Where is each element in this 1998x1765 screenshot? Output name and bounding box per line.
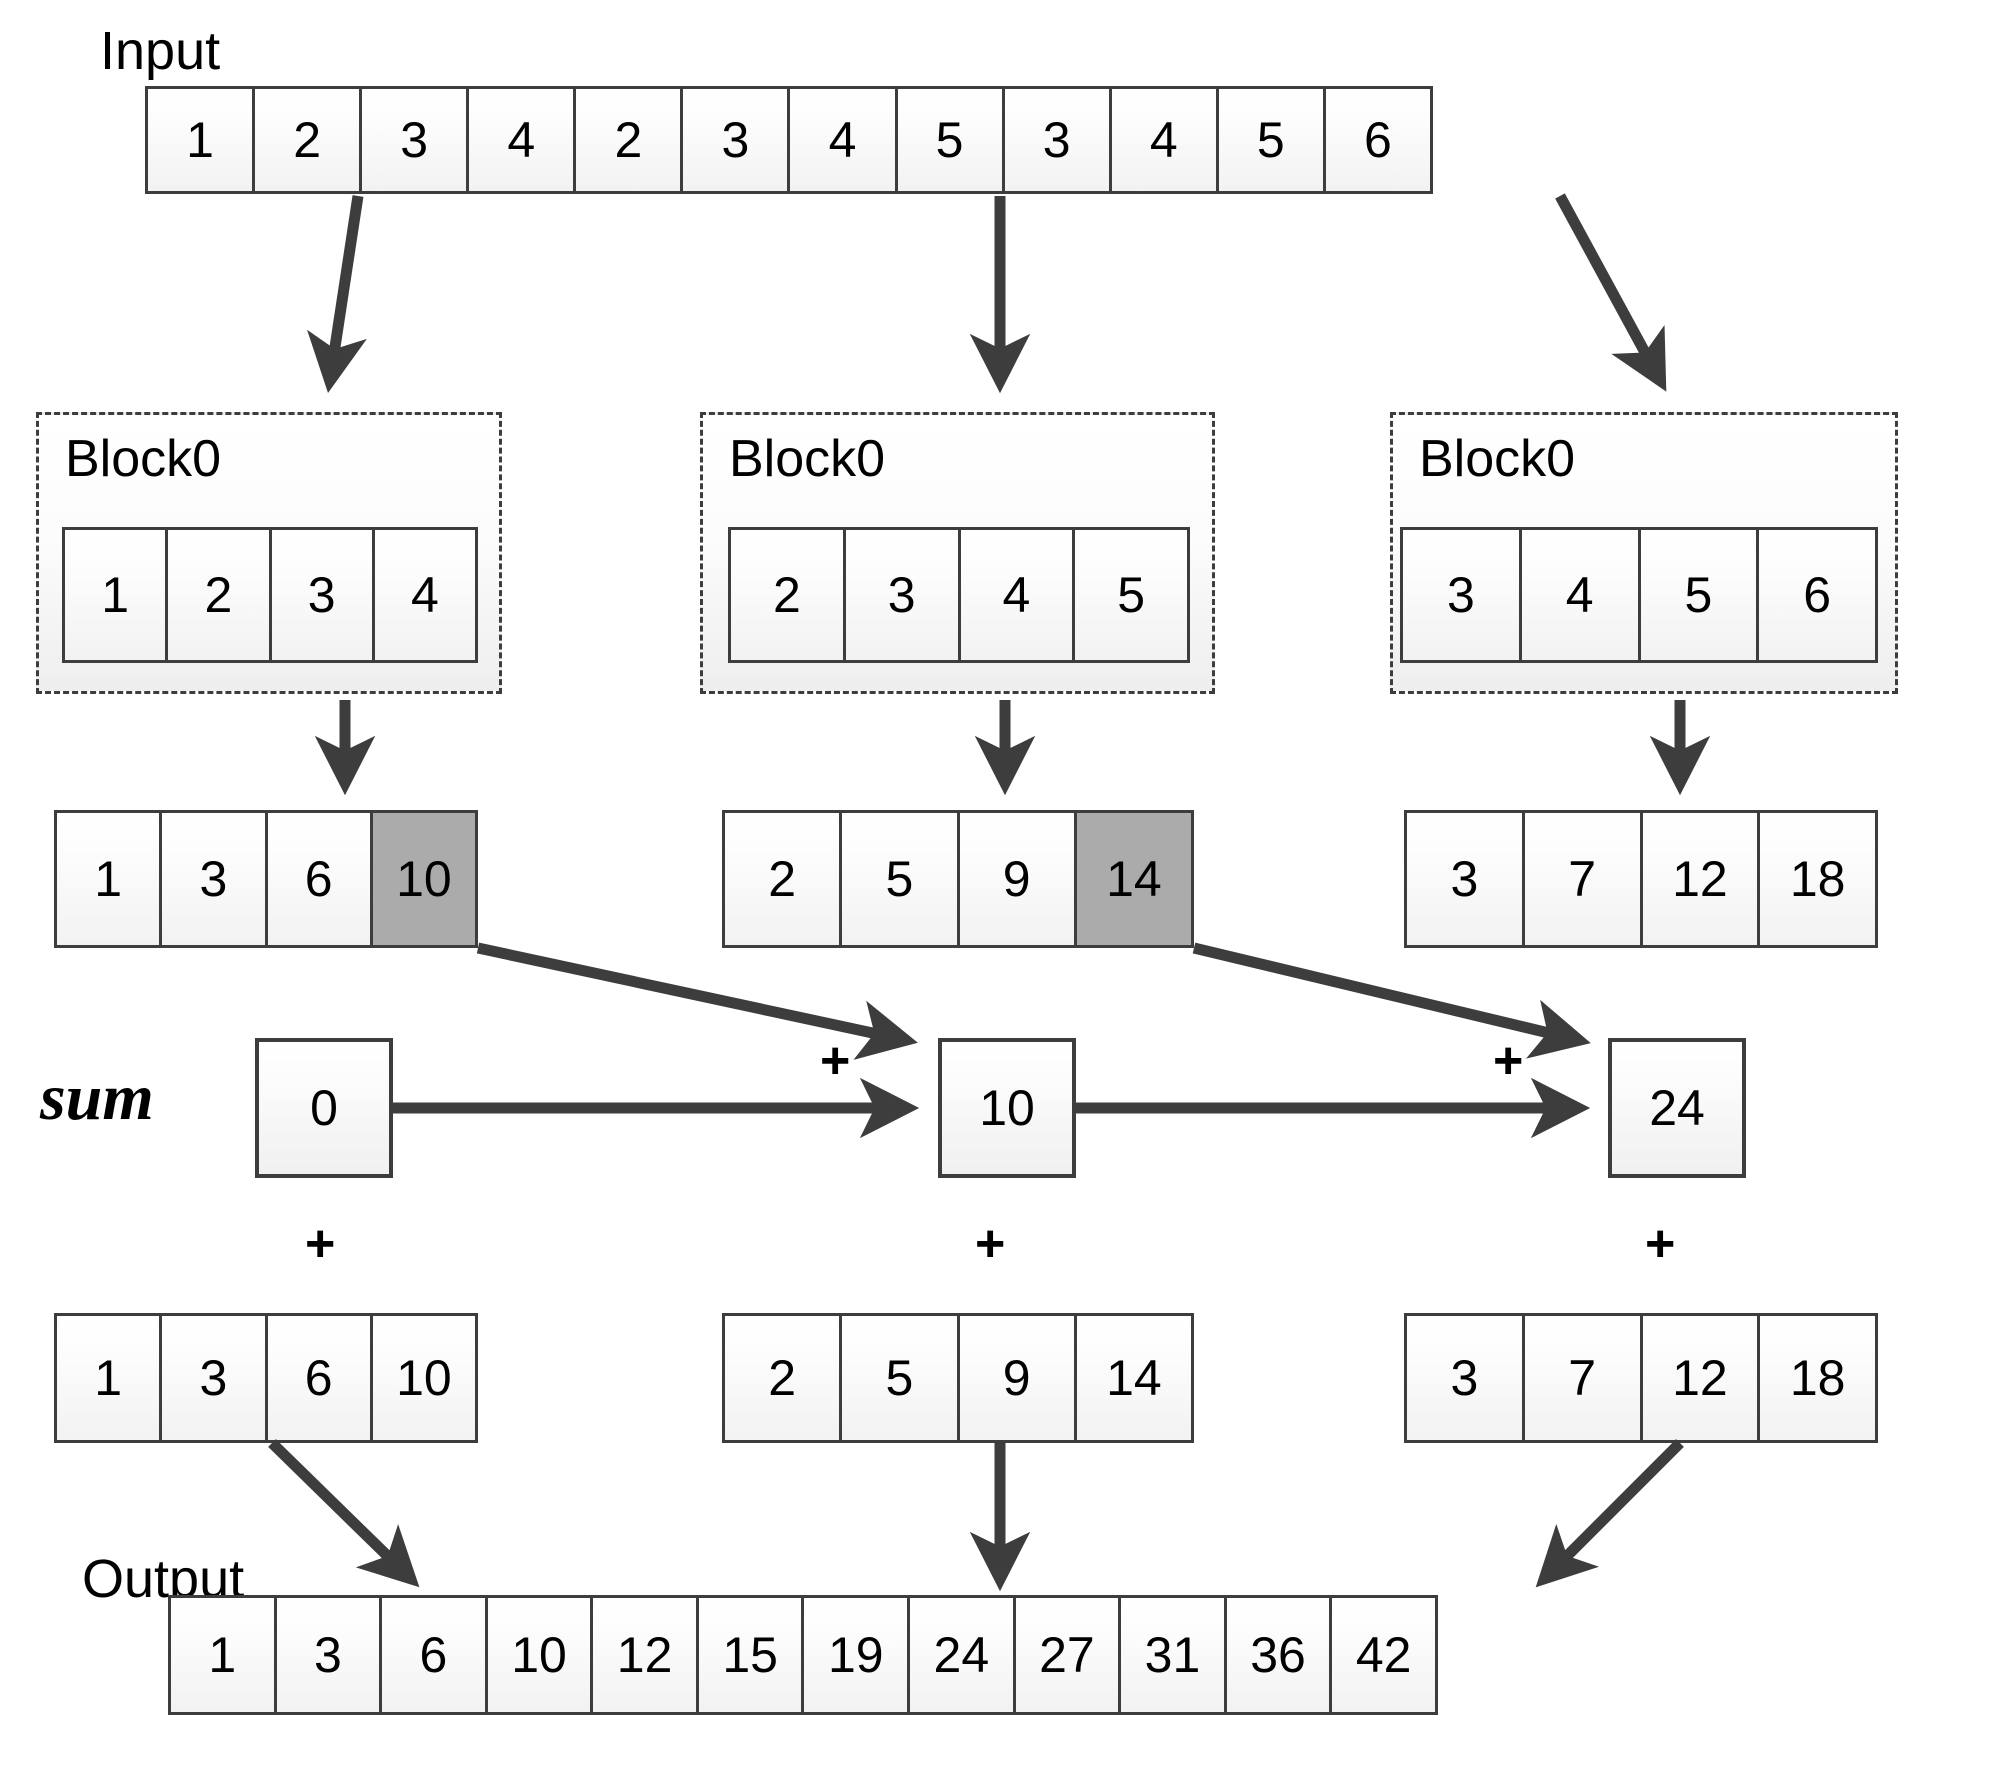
block-title-2: Block0 [1419,430,1576,488]
add-plus-label-0: + [305,1215,336,1273]
final-1-cell: 14 [1076,1316,1191,1440]
block-title-1: Block0 [729,430,886,488]
input-cell: 3 [683,89,791,191]
block-1-cell: 3 [845,530,961,660]
scan-1-cell: 14 [1076,813,1191,945]
add-plus-label-1: + [975,1215,1006,1273]
arrow-input-to-block-0 [307,195,367,394]
input-cell: 4 [790,89,898,191]
block-1-cell: 2 [731,530,846,660]
sum-plus-label-1: + [1493,1032,1524,1090]
output-cell: 1 [171,1598,277,1712]
input-cell: 2 [576,89,684,191]
block-title-0: Block0 [65,430,222,488]
final-0-cell: 6 [267,1316,373,1440]
output-cell: 10 [487,1598,594,1712]
output-cell: 42 [1332,1598,1435,1712]
scan-2-cell: 3 [1407,813,1525,945]
input-cell: 3 [362,89,470,191]
scan-1-cell: 9 [959,813,1077,945]
input-label: Input [100,21,221,81]
input-cell: 5 [1218,89,1326,191]
input-cell: 5 [897,89,1005,191]
sum-plus-label-0: + [820,1032,851,1090]
arrow-scan0-to-sum1 [476,942,918,1060]
output-cell: 3 [276,1598,383,1712]
input-cell: 4 [469,89,577,191]
block-2-cell: 4 [1521,530,1641,660]
final-0-cell: 3 [162,1316,268,1440]
sum-box-0: 0 [255,1038,393,1178]
scan-0-cell: 6 [267,813,373,945]
add-plus-label-2: + [1645,1215,1676,1273]
block-0-cell: 1 [65,530,169,660]
final-2-cell: 3 [1407,1316,1525,1440]
scan-0-cell: 3 [162,813,268,945]
input-cell: 4 [1111,89,1219,191]
final-2-cell: 18 [1760,1316,1875,1440]
scan-2-cell: 18 [1760,813,1875,945]
block-1-cell: 5 [1075,530,1187,660]
block-0-cell: 2 [168,530,272,660]
output-cell: 6 [382,1598,488,1712]
block-1-cell: 4 [960,530,1076,660]
input-cell: 2 [255,89,363,191]
block-2-cell: 3 [1403,530,1522,660]
scan-2-cell: 12 [1642,813,1761,945]
final-1-cell: 9 [959,1316,1077,1440]
sum-box-2: 24 [1608,1038,1746,1178]
block-0-cell: 3 [271,530,375,660]
final-0-cell: 10 [372,1316,475,1440]
arrow-scan1-to-sum2 [1192,942,1591,1059]
output-cell: 24 [910,1598,1016,1712]
final-1-cell: 2 [725,1316,843,1440]
sum-box-1: 10 [938,1038,1076,1178]
arrow-final0-to-output [268,1439,420,1588]
final-2-cell: 12 [1642,1316,1761,1440]
arrow-final2-to-output [1535,1439,1684,1588]
input-cell: 3 [1004,89,1112,191]
output-cell: 31 [1121,1598,1227,1712]
scan-0-cell: 1 [57,813,163,945]
block-2-cell: 5 [1640,530,1760,660]
block-2-cell: 6 [1759,530,1875,660]
output-cell: 12 [593,1598,699,1712]
scan-1-cell: 2 [725,813,843,945]
scan-0-cell: 10 [372,813,475,945]
input-cell: 1 [148,89,256,191]
final-2-cell: 7 [1524,1316,1643,1440]
sum-label: sum [40,1061,154,1134]
final-0-cell: 1 [57,1316,163,1440]
output-cell: 15 [698,1598,805,1712]
output-cell: 36 [1226,1598,1333,1712]
output-cell: 27 [1015,1598,1122,1712]
output-cell: 19 [804,1598,911,1712]
input-cell: 6 [1325,89,1430,191]
final-1-cell: 5 [842,1316,960,1440]
scan-2-cell: 7 [1524,813,1643,945]
arrow-input-to-block-2 [1555,193,1667,392]
scan-1-cell: 5 [842,813,960,945]
block-0-cell: 4 [374,530,475,660]
